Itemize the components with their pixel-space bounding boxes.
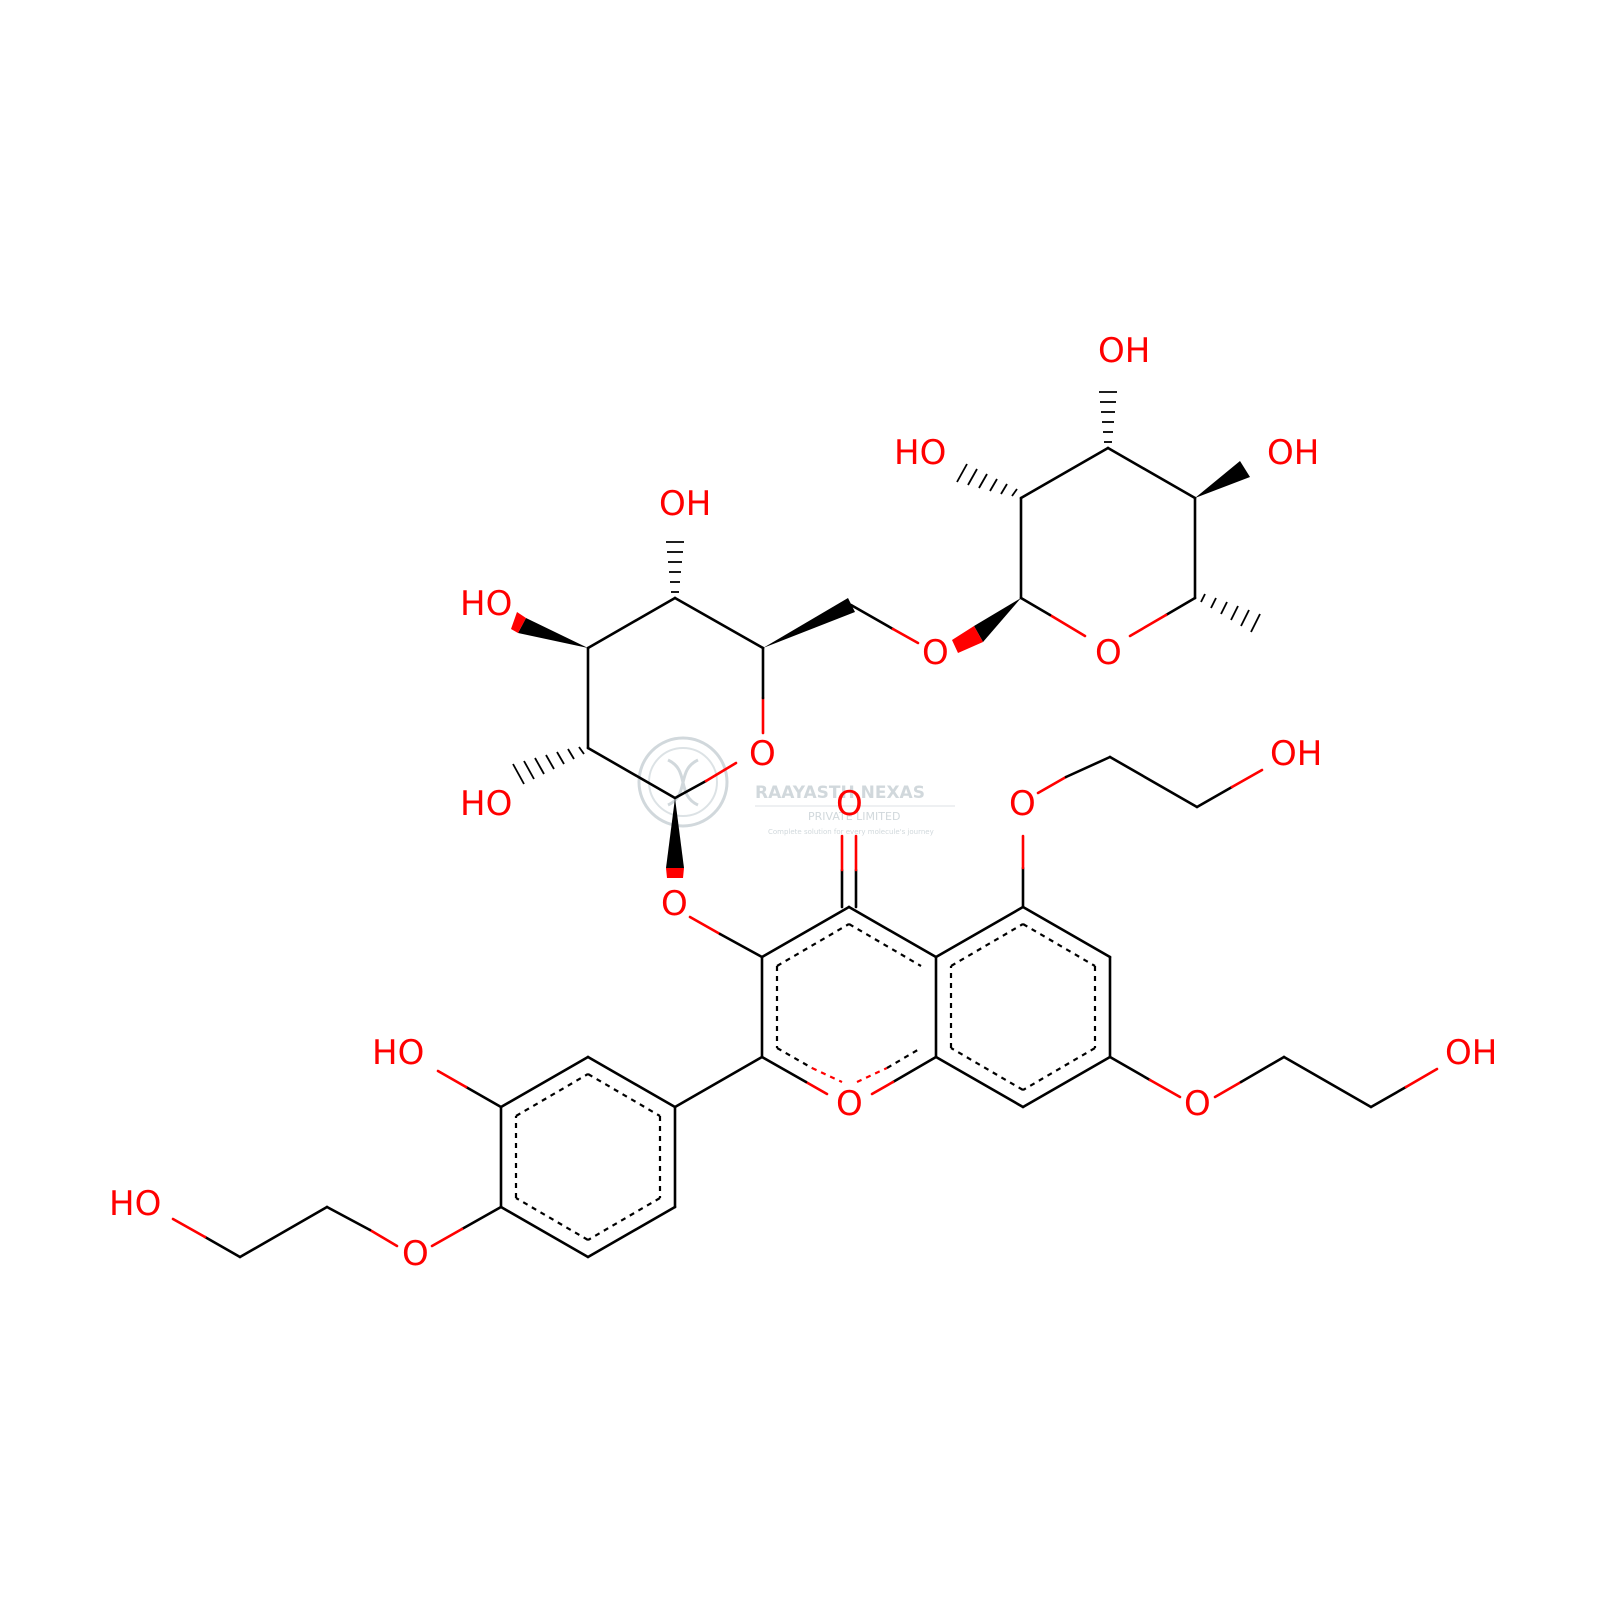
- o-rha-ring: O: [1095, 633, 1122, 673]
- glucose-stereo-bonds: [511, 541, 684, 878]
- rha-wedge-glyco: [974, 598, 1021, 642]
- rhamnose-hashed-bonds: [956, 391, 1261, 633]
- glc-wedge-anomeric: [666, 798, 684, 868]
- watermark: RAAYASTH NEXAS PRIVATE LIMITED Complete …: [637, 736, 955, 836]
- watermark-logo-icon: [637, 736, 729, 828]
- oh-c5-chain: OH: [1270, 734, 1322, 774]
- o-b-ring-ether: O: [402, 1234, 429, 1274]
- o-glycosidic-link: O: [922, 633, 949, 673]
- watermark-tagline: Complete solution for every molecule's j…: [768, 828, 934, 836]
- oh-glc-left: HO: [460, 584, 512, 624]
- o-c5-ether: O: [1009, 784, 1036, 824]
- o-flavone-c3: O: [661, 884, 688, 924]
- oh-c7-chain: OH: [1445, 1033, 1497, 1073]
- watermark-company: RAAYASTH NEXAS: [755, 783, 925, 803]
- oh-glc-bottom: HO: [460, 784, 512, 824]
- oh-glc-top: OH: [659, 484, 711, 524]
- oh-rha-top: OH: [1098, 331, 1150, 371]
- atom-labels: OH HO OH O O OH HO O HO O O O OH O O OH …: [109, 331, 1497, 1274]
- glycosidic-linker: [763, 598, 920, 648]
- oh-rha-right: OH: [1267, 433, 1319, 473]
- o-glc-ring: O: [749, 734, 776, 774]
- o-carbonyl: O: [836, 784, 863, 824]
- glc-wedge-ch2: [763, 598, 855, 648]
- glucose-ring: [586, 596, 765, 800]
- o-pyran: O: [836, 1084, 863, 1124]
- oh-b-ring: HO: [372, 1033, 424, 1073]
- rha-wedge-oh: [1195, 461, 1250, 498]
- rha-wedge-glyco-o: [952, 626, 983, 653]
- rhamnose-ring: [1019, 446, 1197, 638]
- o-c7-ether: O: [1184, 1084, 1211, 1124]
- watermark-subtitle: PRIVATE LIMITED: [808, 810, 900, 823]
- glc-wedge-oh: [518, 618, 588, 648]
- b-ring: [171, 1055, 764, 1259]
- oh-rha-left: HO: [894, 433, 946, 473]
- oh-b-ring-chain: HO: [109, 1184, 161, 1224]
- flavone-core: [688, 755, 1439, 1109]
